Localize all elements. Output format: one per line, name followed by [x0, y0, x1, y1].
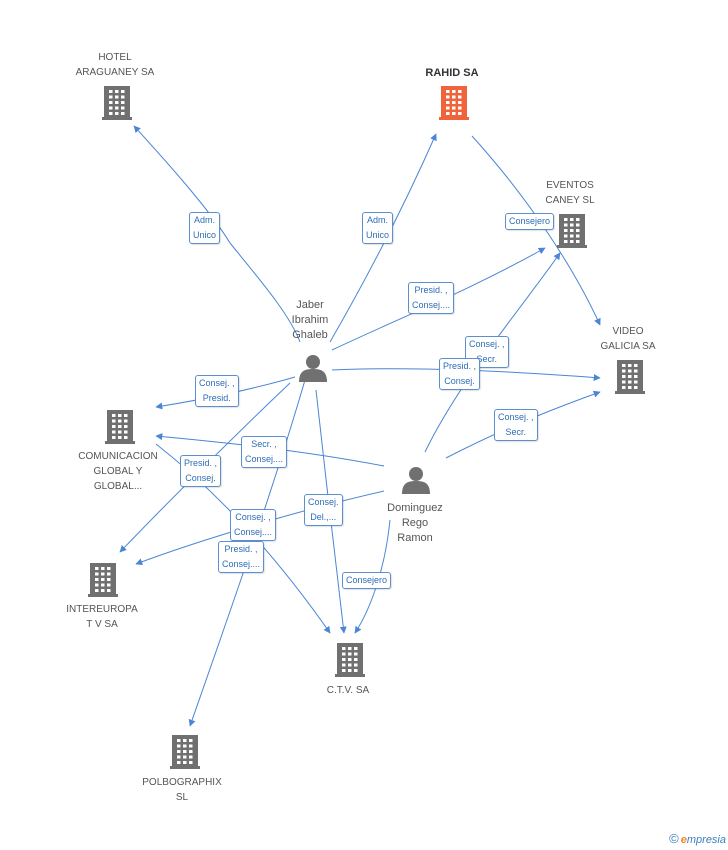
- person-icon-dominguez[interactable]: [402, 467, 430, 494]
- building-icon-hotel[interactable]: [102, 86, 132, 120]
- edge-line: [133, 125, 231, 244]
- brand-initial: e: [680, 834, 687, 846]
- edge-line: [229, 242, 301, 343]
- copyright-symbol: ©: [669, 831, 679, 846]
- footer-brand[interactable]: ©empresia: [669, 831, 726, 846]
- building-icon-ctv[interactable]: [335, 643, 365, 677]
- edge-label-jaber-comunicacion[interactable]: Consej. , Presid.: [195, 375, 239, 407]
- edge-label-jaber-hotel[interactable]: Adm. Unico: [189, 212, 221, 244]
- edge-label-jaber-polbographix[interactable]: Presid. , Consej....: [218, 541, 265, 573]
- building-icon-eventos[interactable]: [557, 214, 587, 248]
- building-icon-polbographix[interactable]: [170, 735, 200, 769]
- building-icon-rahid[interactable]: [439, 86, 469, 120]
- edge-label-dominguez-comunicacion[interactable]: Secr. , Consej....: [241, 436, 288, 468]
- edge-label-jaber-intereuropa[interactable]: Presid. , Consej.: [180, 455, 222, 487]
- node-label-polbographix[interactable]: POLBOGRAPHIX SL: [142, 777, 222, 803]
- edge-label-dominguez-video[interactable]: Consej. , Secr.: [494, 409, 538, 441]
- edge-line: [329, 133, 437, 343]
- edge-label-comunicacion-ctv[interactable]: Consej. , Consej....: [230, 509, 277, 541]
- node-label-intereuropa[interactable]: INTEREUROPA T V SA: [66, 604, 138, 630]
- edge-label-dominguez-intereuropa[interactable]: Consej. Del.,...: [304, 494, 343, 526]
- building-icon-video[interactable]: [615, 360, 645, 394]
- building-icon-intereuropa[interactable]: [88, 563, 118, 597]
- node-label-comunicacion[interactable]: COMUNICACION GLOBAL Y GLOBAL...: [78, 451, 158, 492]
- node-label-dominguez[interactable]: Dominguez Rego Ramon: [387, 502, 443, 544]
- node-label-ctv[interactable]: C.T.V. SA: [326, 685, 370, 696]
- node-label-jaber[interactable]: Jaber Ibrahim Ghaleb: [291, 299, 329, 341]
- edge-label-dominguez-ctv[interactable]: Consejero: [342, 572, 392, 589]
- node-label-rahid[interactable]: RAHID SA: [425, 67, 479, 79]
- node-label-video[interactable]: VIDEO GALICIA SA: [600, 326, 656, 352]
- edge-label-jaber-video[interactable]: Presid. , Consej.: [439, 358, 481, 390]
- brand-name: mpresia: [686, 834, 726, 846]
- person-icon-jaber[interactable]: [299, 355, 327, 382]
- building-icon-comunicacion[interactable]: [105, 410, 135, 444]
- node-label-eventos[interactable]: EVENTOS CANEY SL: [545, 180, 595, 206]
- edge-label-jaber-eventos[interactable]: Presid. , Consej....: [408, 282, 455, 314]
- edge-label-jaber-rahid[interactable]: Adm. Unico: [362, 212, 394, 244]
- node-label-hotel[interactable]: HOTEL ARAGUANEY SA: [75, 52, 155, 78]
- edge-line: [471, 135, 601, 326]
- edge-label-rahid-eventos[interactable]: Consejero: [505, 213, 555, 230]
